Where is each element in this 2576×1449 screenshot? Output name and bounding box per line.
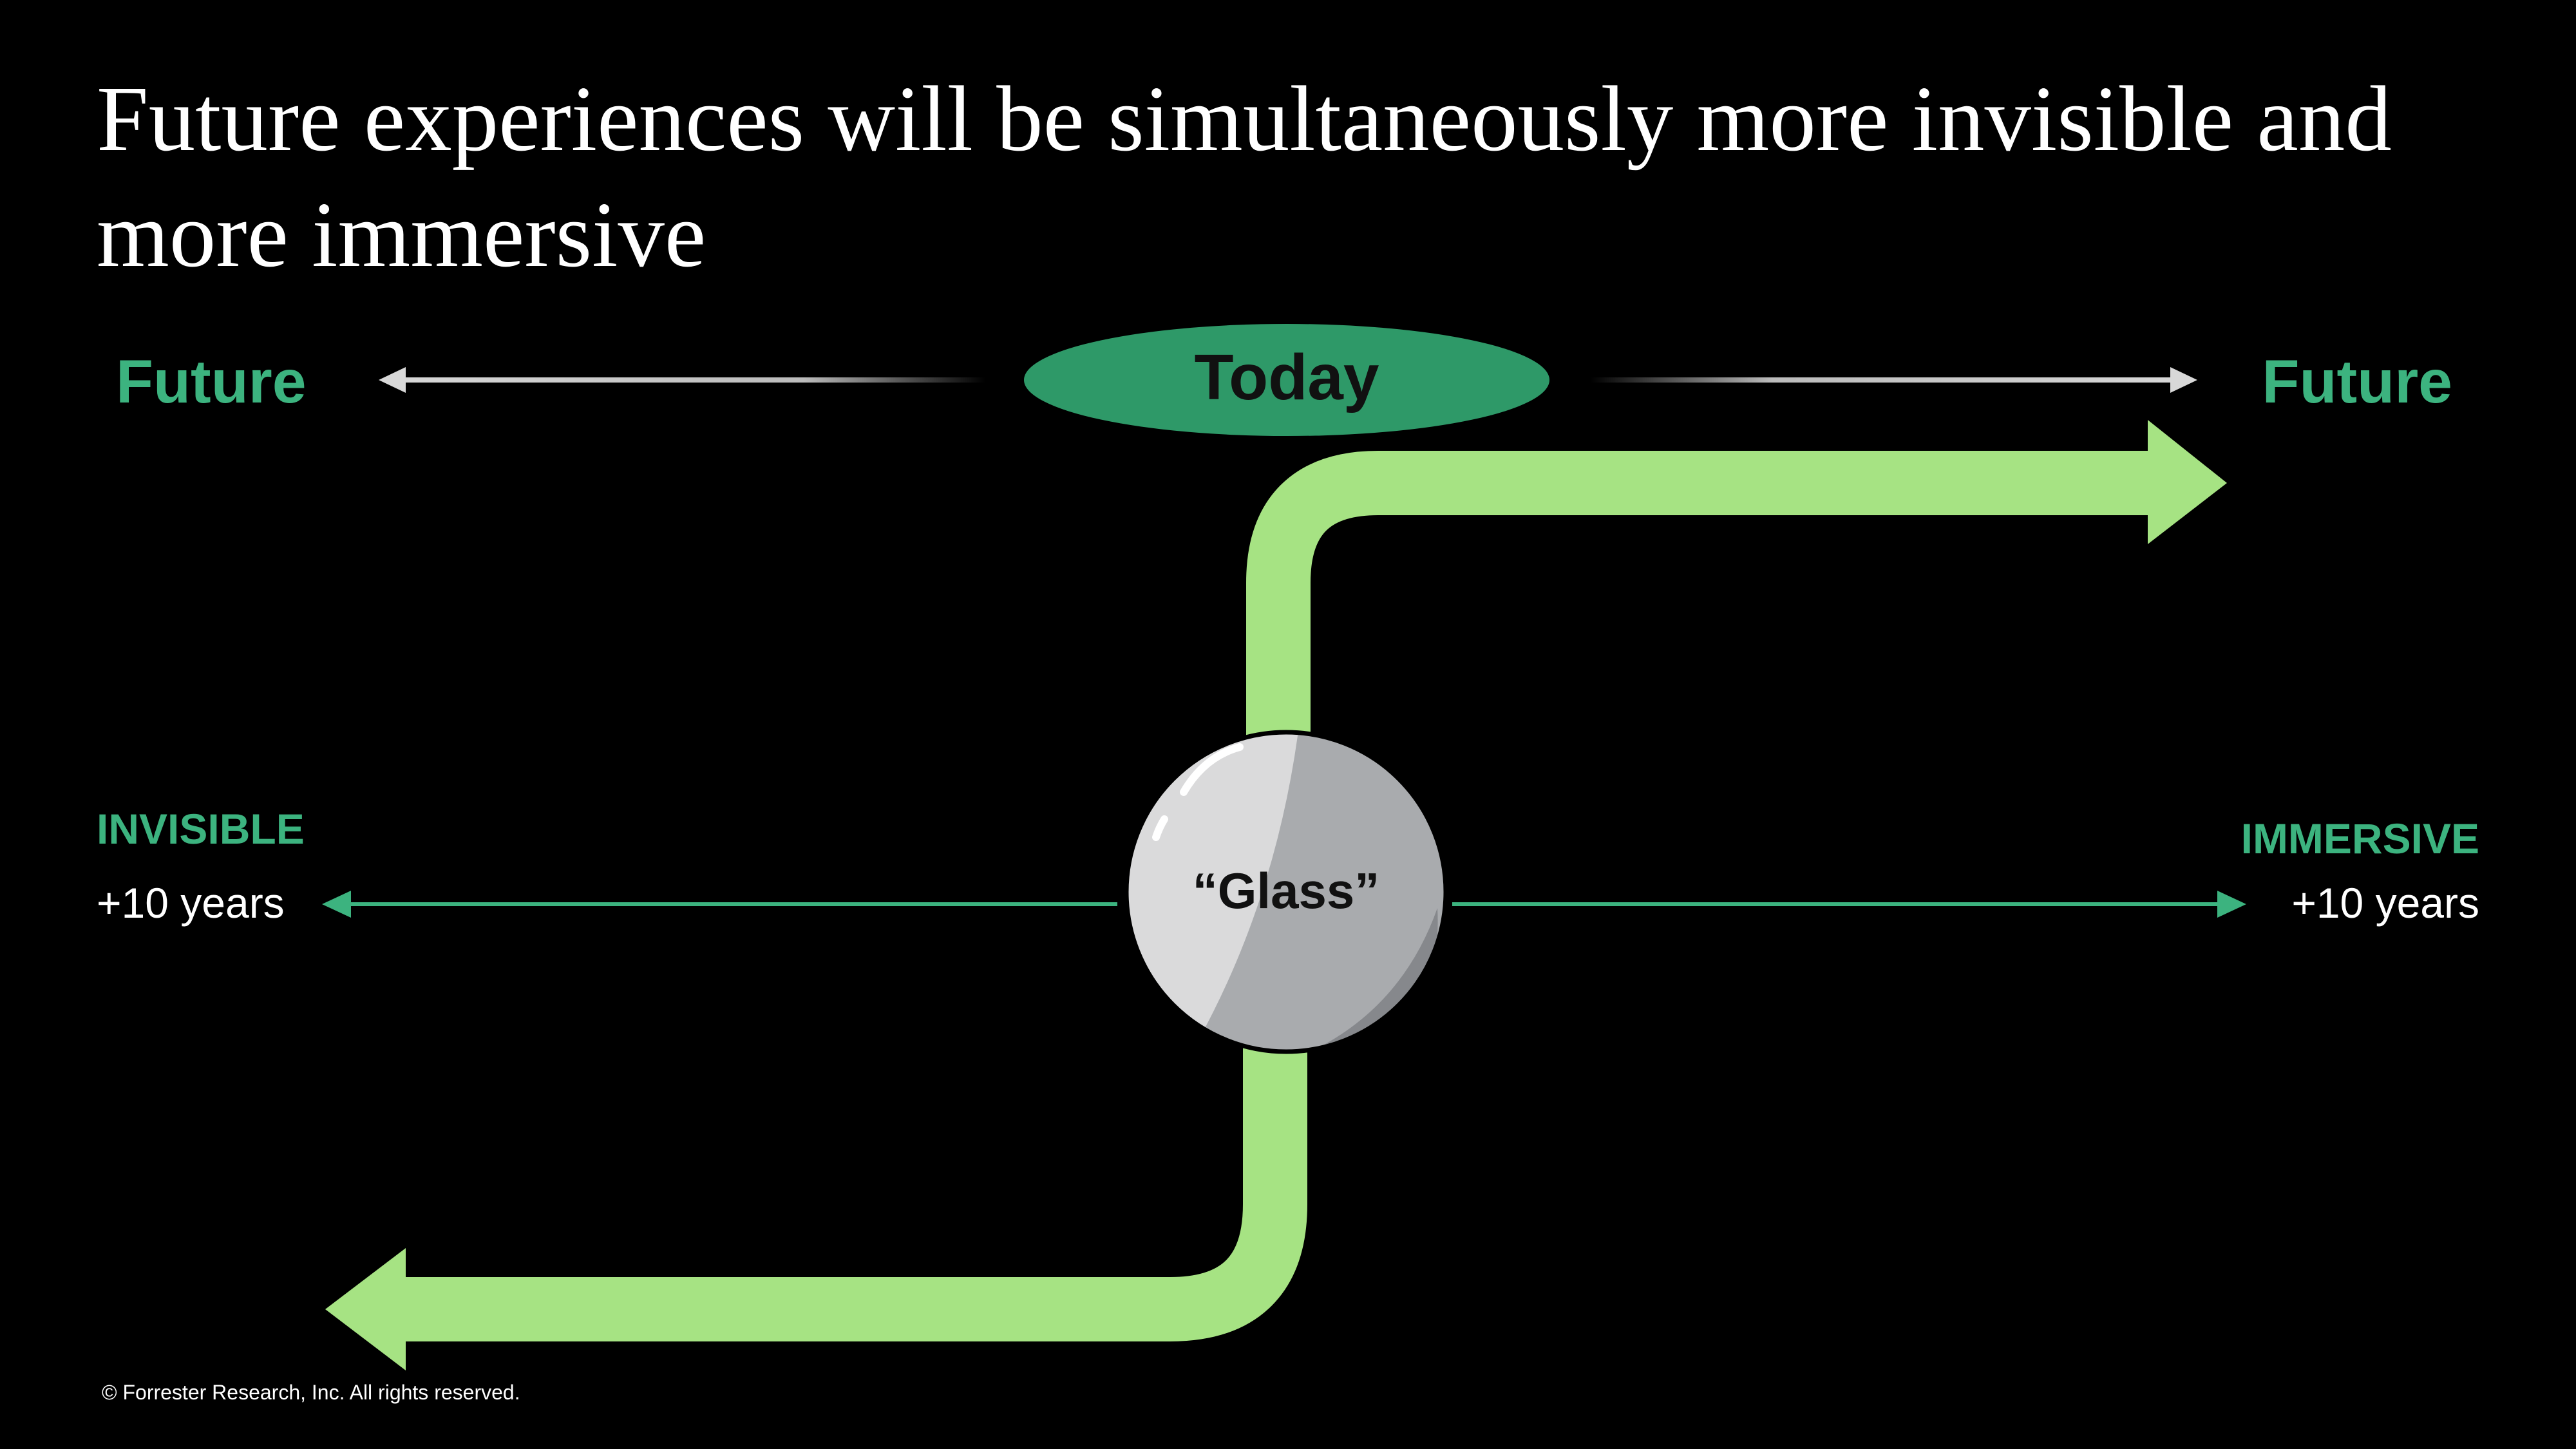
- timeline-right-arrow: [1591, 367, 2197, 393]
- invisible-heading: INVISIBLE: [97, 805, 305, 853]
- copyright-footer: © Forrester Research, Inc. All rights re…: [102, 1381, 520, 1404]
- today-label: Today: [1194, 341, 1379, 413]
- glass-label: “Glass”: [1193, 862, 1379, 919]
- slide-title: Future experiences will be simultaneousl…: [97, 68, 2392, 287]
- timeline-left-arrow: [379, 367, 985, 393]
- immersive-years: +10 years: [2291, 879, 2479, 927]
- future-right-label: Future: [2262, 348, 2452, 416]
- immersive-heading: IMMERSIVE: [2241, 815, 2479, 862]
- invisible-years: +10 years: [97, 879, 285, 927]
- future-left-label: Future: [116, 348, 307, 416]
- s-curve-arrow: [325, 420, 2227, 1370]
- invisible-axis-arrow: [322, 891, 1117, 918]
- today-ellipse: [1024, 324, 1549, 436]
- immersive-axis-arrow: [1452, 891, 2246, 918]
- glass-sphere-icon: [1124, 730, 1448, 1054]
